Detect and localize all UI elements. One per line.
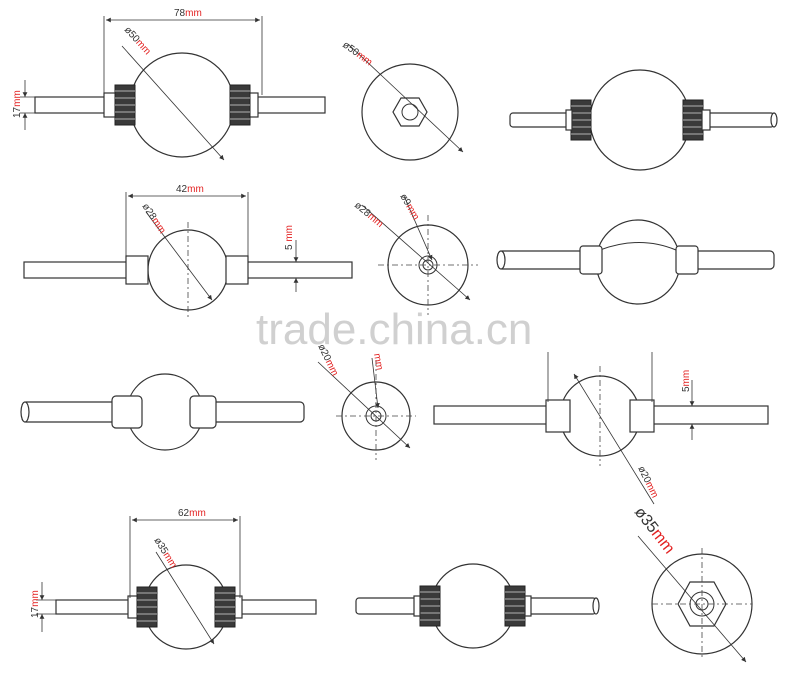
diameter-leader [637,535,747,663]
diameter-leader [347,43,464,153]
view-35mm-side: 62mm ø35mm 17mm [30,508,317,650]
cable-sleeve [545,399,571,433]
sphere [129,52,235,158]
nut [229,84,251,126]
diameter-leader [317,361,411,449]
view-50mm-perspective [509,69,778,171]
watermark: trade.china.cn [256,305,532,354]
width-label: 78mm [174,8,202,19]
cable-sleeve [125,255,149,285]
cable-sleeve [675,245,699,275]
width-label: 62mm [178,508,206,519]
hole-leader [371,357,380,409]
view-28mm-side: 42mm ø28mm 5 mm [23,184,353,320]
view-20mm-side: ø20mm 5mm [433,352,769,505]
diameter-leader [573,373,655,505]
view-28mm-perspective [496,219,775,305]
view-50mm-front: ø50mm [340,40,464,161]
height-label: 17mm [12,90,23,118]
width-label: 42mm [176,184,204,195]
diameter-label: ø28mm [352,200,385,230]
nut [682,99,704,141]
view-35mm-front: ø35mm [631,504,753,663]
nut [570,99,592,141]
hole-label: mm [371,353,385,371]
diameter-label: ø35mm [151,536,178,571]
sphere [387,224,469,306]
diameter-label: ø50mm [122,25,153,58]
diameter-label: ø35mm [631,504,678,557]
sphere [430,563,516,649]
diameter-leader [145,211,213,301]
view-20mm-perspective [20,373,305,451]
diameter-label: ø28mm [140,202,168,236]
cable-sleeve [579,245,603,275]
hole-label: ø9mm [397,192,421,222]
bore [401,103,419,121]
cable-sleeve [225,255,249,285]
height-label: 17mm [30,590,41,618]
diameter-label: ø50mm [340,40,374,69]
diameter-leader [121,45,225,161]
gap-label: 5mm [681,370,692,392]
gap-label: 5 mm [284,225,295,250]
nut [114,84,136,126]
diameter-label: ø20mm [635,464,660,499]
view-35mm-perspective [355,563,600,649]
nut [214,586,236,628]
sphere [589,69,691,171]
hex-nut [392,97,428,127]
view-28mm-front: ø28mm ø9mm [352,192,478,315]
sphere [595,219,681,305]
hole-leader [403,195,433,261]
cable-sleeve [629,399,655,433]
view-50mm-side: 78mm ø50mm 17mm [12,8,326,161]
nut [136,586,158,628]
cable-sleeve [111,395,143,429]
nut [504,585,526,627]
cable-sleeve [189,395,217,429]
nut [419,585,441,627]
diameter-leader [361,204,471,301]
view-20mm-front: ø20mm mm [315,342,416,460]
diameter-leader [155,551,215,645]
